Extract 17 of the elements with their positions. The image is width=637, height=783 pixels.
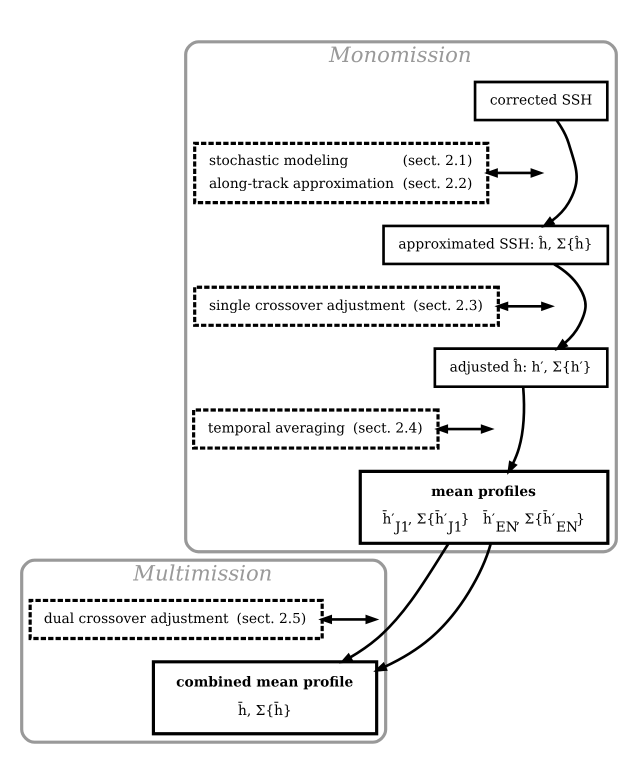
node-box: single crossover adjustment (sect. 2.3) <box>192 285 500 326</box>
node-box: approximated SSH: ĥ, Σ{ĥ} <box>382 224 609 265</box>
node-box: adjusted ĥ: h′, Σ{h′} <box>433 346 608 388</box>
arrow <box>372 542 492 672</box>
arrow <box>484 168 544 178</box>
node-box: corrected SSH <box>473 80 608 121</box>
arrow <box>506 386 525 474</box>
arrow <box>494 300 554 311</box>
node-box: dual crossover adjustment (sect. 2.5) <box>28 598 324 640</box>
arrow <box>318 614 379 624</box>
node-box: temporal averaging (sect. 2.4) <box>192 408 440 450</box>
node-box: combined mean profile h̄, Σ{h̄} <box>151 660 378 735</box>
arrow <box>552 262 586 350</box>
arrow <box>338 542 450 664</box>
node-box: stochastic modeling (sect. 2.1) along-track approximation (sect. 2.2) <box>192 141 489 204</box>
arrow <box>434 424 494 434</box>
arrow <box>540 118 578 228</box>
